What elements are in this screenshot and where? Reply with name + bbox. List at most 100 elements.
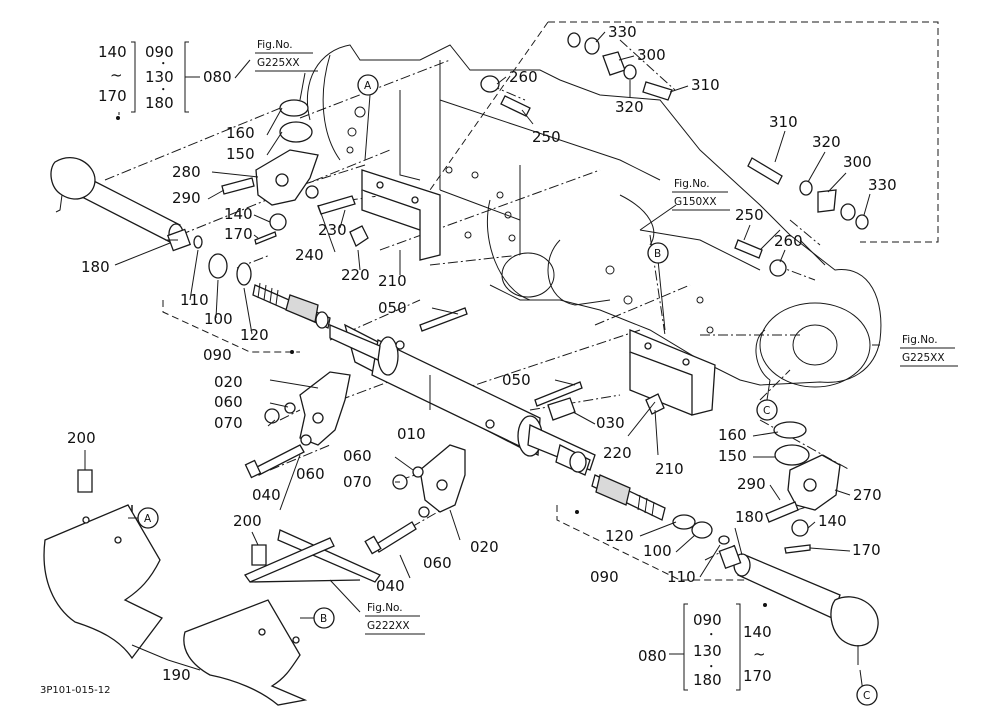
stud-050-upper [419,307,468,332]
dot-marker [575,510,579,514]
marker-c-top: C [756,399,778,421]
marker-c-bottom: C [856,684,878,706]
seal-150-right [774,444,810,466]
nut-070-left [264,408,280,424]
svg-text:Fig.No.: Fig.No. [674,178,710,190]
fitting-030 [547,397,576,421]
nut-140-left [269,213,287,231]
cover-190-right [183,599,308,706]
label-220-a: 220 [341,266,370,284]
label-210-a: 210 [378,272,407,290]
label-330-b: 330 [868,176,897,194]
label-330-a: 330 [608,23,637,41]
seal-160-left [279,99,309,117]
label-240: 240 [295,246,324,264]
label-250-b: 250 [735,206,764,224]
label-040-b: 040 [376,577,405,595]
label-070-b: 070 [343,473,372,491]
pin-170-left [254,231,277,245]
svg-text:C: C [763,405,770,417]
label-290-b: 290 [737,475,766,493]
label-320-a: 320 [615,98,644,116]
dashed-box-tie-rod-left [162,300,300,353]
group-b3: 180 [145,94,174,112]
svg-text:B: B [320,613,327,625]
svg-text:G222XX: G222XX [367,620,410,632]
label-220-b: 220 [603,444,632,462]
marker-b-top: B [647,242,669,264]
label-320-b: 320 [812,133,841,151]
label-leaders [128,59,880,693]
label-120-b: 120 [605,527,634,545]
dashed-box-bolt-kit-left [429,21,549,191]
label-180-a: 180 [81,258,110,276]
group-br-b1: 090 [693,611,722,629]
dashed-box-tie-rod-right [556,505,780,581]
svg-text:G225XX: G225XX [902,352,945,364]
label-250-a: 250 [532,128,561,146]
label-020-b: 020 [470,538,499,556]
bracket-210-lower [629,329,716,416]
svg-text:G225XX: G225XX [257,57,300,69]
group-a-tilde: ~ [110,66,123,84]
group-br-a-bot: 170 [743,667,772,685]
bolt-040-left [244,444,305,479]
marker-a-top: A [357,74,379,96]
bolt-290-right [765,501,799,523]
group-a-bot: 170 [98,87,127,105]
svg-text:Fig.No.: Fig.No. [257,39,293,51]
group-label-bottom-right: 080 090 130 180 ・ ・ 140 ~ 170 [638,603,772,691]
bolt-290-left [221,177,255,195]
label-270: 270 [853,486,882,504]
plug-220-upper [349,225,369,247]
seal-120-right [672,514,696,530]
label-090-b: 090 [590,568,619,586]
bolt-200-right [251,544,267,566]
seal-120-left [236,262,252,286]
label-140-b: 140 [818,512,847,530]
group-br-b3: 180 [693,671,722,689]
dot-marker [763,603,767,607]
piston-rod-right [591,474,666,521]
label-010: 010 [397,425,426,443]
fig-ref-right: Fig.No. G225XX [900,334,958,367]
svg-text:A: A [364,80,372,92]
stud-050-lower [534,381,583,407]
svg-text:B: B [654,248,661,260]
label-260-b: 260 [774,232,803,250]
seal-160-right [773,421,807,439]
group-dot2: ・ [158,84,169,96]
label-210-b: 210 [655,460,684,478]
label-290-a: 290 [172,189,201,207]
dashed-box-bolt-kit [548,21,939,243]
label-110-a: 110 [180,291,209,309]
seal-150-left [279,121,313,143]
fig-ref-top-left: Fig.No. G225XX [255,39,318,72]
label-100-a: 100 [204,310,233,328]
bracket-g222 [244,529,381,583]
fig-ref-bottom: Fig.No. G222XX [365,602,425,635]
group-br-a-top: 140 [743,623,772,641]
label-190: 190 [162,666,191,684]
marker-b-bottom: B [313,607,335,629]
label-170-b: 170 [852,541,881,559]
washer-060-right-lower [418,506,430,518]
group-br-dot1: ・ [706,629,717,641]
label-020-a: 020 [214,373,243,391]
svg-text:C: C [863,690,870,702]
washer-060-lower [300,434,312,446]
washer-060-right [412,466,424,478]
label-120-a: 120 [240,326,269,344]
piston-rod-left [252,282,331,329]
washer-060-left [284,402,296,414]
label-090-a: 090 [203,346,232,364]
tie-rod-end-right [718,544,879,665]
marker-a-bottom: A [131,505,159,529]
bolt-kit-top [480,32,869,277]
group-br-a-tilde: ~ [753,645,766,663]
label-310-a: 310 [691,76,720,94]
label-070-a: 070 [214,414,243,432]
seal-100-right [691,521,713,539]
bracket-020-left [299,371,351,446]
